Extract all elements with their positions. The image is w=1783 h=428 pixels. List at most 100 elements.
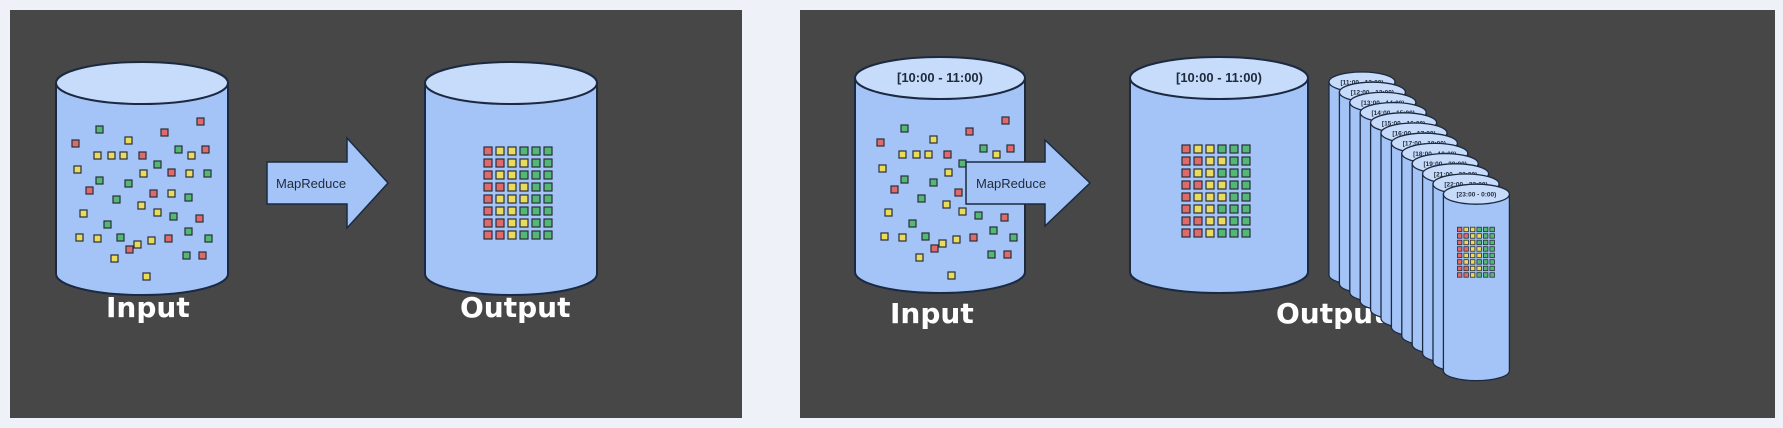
data-square (519, 194, 529, 204)
data-square (201, 145, 210, 154)
data-square (495, 230, 505, 240)
data-square (908, 219, 917, 228)
organized-data-grid (1457, 226, 1495, 278)
data-square (543, 230, 553, 240)
data-square (73, 165, 82, 174)
data-square (1470, 272, 1476, 278)
data-square (1001, 116, 1010, 125)
data-square (483, 158, 493, 168)
data-square (965, 127, 974, 136)
data-square (1489, 226, 1495, 233)
data-square (1489, 239, 1495, 246)
data-square (1463, 233, 1469, 239)
data-square (1457, 265, 1463, 272)
data-square (1457, 226, 1463, 233)
data-square (1009, 233, 1018, 242)
data-square (184, 227, 193, 236)
mapreduce-label: MapReduce (276, 176, 346, 191)
data-square (167, 168, 176, 177)
data-square (1476, 259, 1482, 265)
data-square (1476, 272, 1482, 278)
input-time-window-label: [10:00 - 11:00) (897, 70, 983, 85)
hourly-output-cylinder: [23:00 - 0:00) (1442, 183, 1511, 382)
data-square (1193, 192, 1203, 202)
data-square (124, 136, 133, 145)
data-square (531, 182, 541, 192)
data-square (543, 146, 553, 156)
mapreduce-label: MapReduce (976, 176, 1046, 191)
data-square (1229, 144, 1239, 154)
output-label: Output (460, 291, 570, 324)
data-square (1457, 239, 1463, 246)
data-square (884, 208, 893, 217)
data-square (93, 151, 102, 160)
data-square (1181, 156, 1191, 166)
data-square (1463, 226, 1469, 233)
data-square (1463, 265, 1469, 272)
data-square (1229, 204, 1239, 214)
data-square (1483, 272, 1489, 278)
data-square (921, 232, 930, 241)
data-square (1205, 216, 1215, 226)
data-square (124, 179, 133, 188)
data-square (1193, 216, 1203, 226)
data-square (195, 214, 204, 223)
data-square (1476, 226, 1482, 233)
data-square (203, 169, 212, 178)
data-square (519, 182, 529, 192)
data-square (1489, 233, 1495, 239)
data-square (519, 206, 529, 216)
data-square (1470, 233, 1476, 239)
data-square (507, 230, 517, 240)
input-label: Input (106, 291, 190, 324)
data-square (507, 182, 517, 192)
data-square (164, 234, 173, 243)
data-square (519, 158, 529, 168)
cylinder-top (1442, 183, 1511, 205)
data-square (519, 146, 529, 156)
data-square (1483, 259, 1489, 265)
data-square (103, 220, 112, 229)
input-cylinder-body: [10:00 - 11:00) (854, 56, 1026, 294)
data-square (531, 194, 541, 204)
data-square (1470, 239, 1476, 246)
data-square (1217, 168, 1227, 178)
data-square (876, 138, 885, 147)
data-square (1205, 228, 1215, 238)
data-square (125, 245, 134, 254)
data-square (519, 230, 529, 240)
data-square (133, 240, 142, 249)
mapreduce-time-partition-diagram: [10:00 - 11:00) Input MapReduce [10:00 -… (800, 10, 1775, 418)
data-square (1457, 259, 1463, 265)
data-square (929, 178, 938, 187)
mapreduce-basic-diagram: Input MapReduce Output (10, 10, 742, 418)
data-square (75, 233, 84, 242)
data-square (1229, 192, 1239, 202)
data-square (1241, 168, 1251, 178)
data-square (1229, 216, 1239, 226)
data-square (543, 194, 553, 204)
data-square (1229, 228, 1239, 238)
data-square (1476, 239, 1482, 246)
data-square (495, 218, 505, 228)
data-square (198, 251, 207, 260)
scattered-data-squares (71, 117, 213, 281)
data-square (196, 117, 205, 126)
data-square (507, 218, 517, 228)
data-square (1229, 168, 1239, 178)
data-square (1181, 180, 1191, 190)
data-square (1193, 168, 1203, 178)
output-time-window-label: [10:00 - 11:00) (1176, 70, 1262, 85)
data-square (1217, 180, 1227, 190)
diagram-canvas: [10:00 - 11:00) Input MapReduce [10:00 -… (854, 56, 1511, 382)
data-square (112, 195, 121, 204)
data-square (531, 218, 541, 228)
data-square (900, 175, 909, 184)
data-square (531, 230, 541, 240)
data-square (483, 182, 493, 192)
data-square (138, 151, 147, 160)
data-square (153, 160, 162, 169)
data-square (992, 150, 1001, 159)
data-square (898, 233, 907, 242)
data-square (95, 125, 104, 134)
